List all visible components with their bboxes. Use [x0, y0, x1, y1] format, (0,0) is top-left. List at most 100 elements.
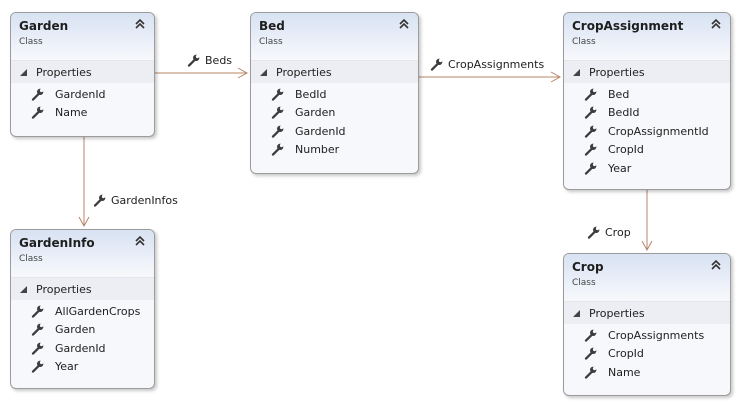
- association-crop-assignments-line[interactable]: [419, 71, 562, 83]
- wrench-icon: [587, 226, 600, 239]
- property-member[interactable]: GardenId: [251, 122, 418, 141]
- section-title: Properties: [589, 65, 645, 79]
- properties-section-header[interactable]: Properties: [564, 61, 730, 83]
- member-list: CropAssignments CropId Name: [564, 324, 730, 386]
- section-title: Properties: [276, 65, 332, 79]
- properties-section-header[interactable]: Properties: [11, 61, 154, 83]
- section-title: Properties: [36, 65, 92, 79]
- wrench-icon: [31, 305, 44, 318]
- class-kind: Class: [572, 278, 596, 288]
- properties-section-header[interactable]: Properties: [11, 278, 154, 300]
- wrench-icon: [93, 194, 106, 207]
- class-name: Bed: [259, 19, 285, 33]
- triangle-expander-icon[interactable]: [572, 68, 581, 77]
- class-header: Crop Class: [564, 254, 730, 302]
- property-name: AllGardenCrops: [55, 304, 141, 318]
- wrench-icon: [584, 125, 597, 138]
- property-name: Garden: [55, 323, 96, 337]
- property-member[interactable]: BedId: [564, 104, 730, 123]
- properties-section-header[interactable]: Properties: [564, 302, 730, 324]
- property-name: Garden: [295, 106, 336, 120]
- wrench-icon: [31, 88, 44, 101]
- member-list: GardenId Name: [11, 83, 154, 126]
- double-chevron-up-icon[interactable]: [710, 259, 722, 271]
- wrench-icon: [31, 342, 44, 355]
- association-label-crop-assignments[interactable]: CropAssignments: [430, 56, 544, 72]
- association-crop-line[interactable]: [641, 190, 653, 252]
- property-member[interactable]: Garden: [251, 104, 418, 123]
- class-box-bed[interactable]: Bed Class Properties BedId Garden Garden…: [250, 12, 419, 174]
- property-name: Bed: [608, 87, 630, 101]
- property-member[interactable]: CropId: [564, 345, 730, 364]
- wrench-icon: [31, 360, 44, 373]
- double-chevron-up-icon[interactable]: [134, 235, 146, 247]
- property-member[interactable]: BedId: [251, 85, 418, 104]
- association-label-beds[interactable]: Beds: [187, 52, 232, 68]
- section-title: Properties: [36, 282, 92, 296]
- association-label-crop[interactable]: Crop: [587, 224, 631, 240]
- property-name: Number: [295, 143, 340, 157]
- property-member[interactable]: CropAssignments: [564, 326, 730, 345]
- wrench-icon: [584, 162, 597, 175]
- property-member[interactable]: CropAssignmentId: [564, 122, 730, 141]
- triangle-expander-icon[interactable]: [259, 68, 268, 77]
- wrench-icon: [271, 125, 284, 138]
- property-member[interactable]: AllGardenCrops: [11, 302, 154, 321]
- double-chevron-up-icon[interactable]: [134, 18, 146, 30]
- property-name: GardenId: [55, 87, 106, 101]
- property-name: GardenId: [55, 341, 106, 355]
- wrench-icon: [584, 88, 597, 101]
- property-member[interactable]: GardenId: [11, 339, 154, 358]
- association-beds-line[interactable]: [155, 67, 249, 79]
- association-garden-infos-line[interactable]: [78, 137, 90, 228]
- property-member[interactable]: Number: [251, 141, 418, 160]
- triangle-expander-icon[interactable]: [19, 285, 28, 294]
- property-name: Year: [55, 360, 79, 374]
- wrench-icon: [584, 366, 597, 379]
- double-chevron-up-icon[interactable]: [398, 18, 410, 30]
- property-name: CropId: [608, 347, 644, 361]
- property-name: Name: [55, 106, 88, 120]
- class-header: GardenInfo Class: [11, 230, 154, 278]
- class-box-crop-assignment[interactable]: CropAssignment Class Properties Bed BedI…: [563, 12, 731, 190]
- property-member[interactable]: Year: [11, 358, 154, 377]
- class-header: Garden Class: [11, 13, 154, 61]
- property-name: Year: [608, 161, 632, 175]
- association-name: CropAssignments: [448, 57, 545, 71]
- property-member[interactable]: Garden: [11, 321, 154, 340]
- property-member[interactable]: CropId: [564, 141, 730, 160]
- class-kind: Class: [572, 37, 596, 47]
- property-member[interactable]: Name: [11, 104, 154, 123]
- association-name: Crop: [605, 225, 631, 239]
- wrench-icon: [271, 143, 284, 156]
- class-box-garden-info[interactable]: GardenInfo Class Properties AllGardenCro…: [10, 229, 155, 389]
- wrench-icon: [584, 106, 597, 119]
- wrench-icon: [31, 323, 44, 336]
- triangle-expander-icon[interactable]: [572, 309, 581, 318]
- property-name: CropAssignmentId: [608, 124, 709, 138]
- property-name: GardenId: [295, 124, 346, 138]
- property-member[interactable]: Name: [564, 363, 730, 382]
- property-member[interactable]: Bed: [564, 85, 730, 104]
- property-member[interactable]: GardenId: [11, 85, 154, 104]
- class-name: GardenInfo: [19, 236, 95, 250]
- member-list: BedId Garden GardenId Number: [251, 83, 418, 163]
- class-box-crop[interactable]: Crop Class Properties CropAssignments Cr…: [563, 253, 731, 396]
- class-header: Bed Class: [251, 13, 418, 61]
- double-chevron-up-icon[interactable]: [710, 18, 722, 30]
- class-kind: Class: [19, 254, 43, 264]
- class-name: CropAssignment: [572, 19, 684, 33]
- properties-section-header[interactable]: Properties: [251, 61, 418, 83]
- wrench-icon: [584, 143, 597, 156]
- property-name: CropId: [608, 143, 644, 157]
- triangle-expander-icon[interactable]: [19, 68, 28, 77]
- association-label-garden-infos[interactable]: GardenInfos: [93, 192, 178, 208]
- class-box-garden[interactable]: Garden Class Properties GardenId Name: [10, 12, 155, 137]
- wrench-icon: [430, 58, 443, 71]
- class-name: Crop: [572, 260, 604, 274]
- property-member[interactable]: Year: [564, 159, 730, 178]
- property-name: BedId: [295, 87, 327, 101]
- member-list: Bed BedId CropAssignmentId CropId Year: [564, 83, 730, 182]
- property-name: Name: [608, 365, 641, 379]
